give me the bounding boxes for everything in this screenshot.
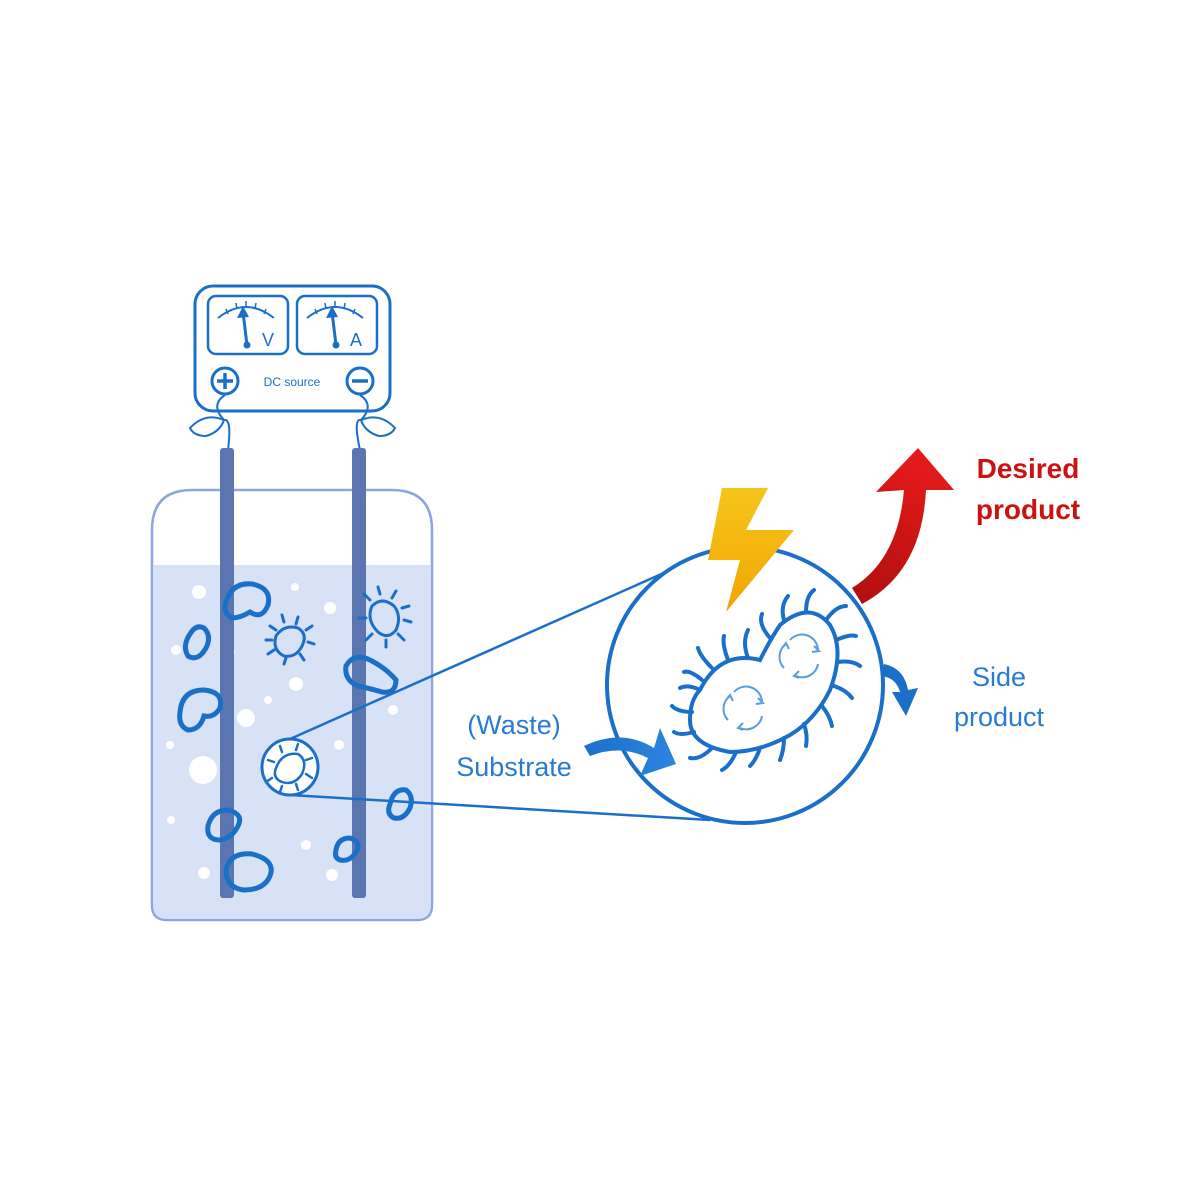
side-product-arrow-icon [882,664,918,716]
microbe-cell [205,807,243,843]
magnified-cell-view [605,545,885,825]
anode-rod [220,448,234,898]
microbe-cell [177,687,224,733]
desired-product-label-line1: Desired [977,453,1080,484]
metabolic-cycle-icon [778,633,822,679]
desired-product-arrow-icon [852,448,954,604]
bacterium [670,588,862,772]
ammeter-needle [330,311,338,346]
cathode-rod [352,448,366,898]
magnification-line-top [289,558,694,741]
side-product-label-line1: Side [972,662,1026,692]
substrate-label-line2: Substrate [456,752,572,782]
substrate-label-line1: (Waste) [467,710,561,740]
lightning-bolt-icon [708,488,794,612]
ammeter-scale [306,306,364,319]
left-clip [188,394,231,451]
microbe-cell [223,851,274,893]
desired-product-label-line2: product [976,494,1080,525]
minus-terminal-icon [345,366,375,396]
spiky-microbe-right [357,585,413,649]
spiky-microbe-left [264,613,316,666]
voltmeter-scale [217,306,275,319]
bubbles [166,583,398,881]
magnification-line-bottom [289,793,711,822]
voltmeter: V [206,294,290,356]
reactor-vessel [150,448,434,922]
voltmeter-needle [241,311,249,346]
microbe-cell [333,835,361,863]
side-product-label-line2: product [954,702,1045,732]
microbe-cell [222,581,272,621]
magnified-spot [260,737,320,797]
magnification-lines [289,558,711,822]
bacterium-body [687,610,840,755]
spiky-microbes [264,585,413,666]
plus-terminal-icon [210,366,240,396]
ammeter: A [295,294,379,356]
metabolic-cycle-icon [722,685,766,731]
microbe-cells [177,581,414,893]
microbe-cell [343,654,399,695]
voltmeter-label: V [262,330,274,350]
right-clip [355,394,397,451]
microbe-cell [386,787,414,821]
dc-source-caption: DC source [264,375,321,389]
dc-source: V A DC source [193,284,392,413]
microbe-cell [182,624,212,661]
ammeter-label: A [350,330,362,350]
substrate-arrow-icon [584,728,676,776]
